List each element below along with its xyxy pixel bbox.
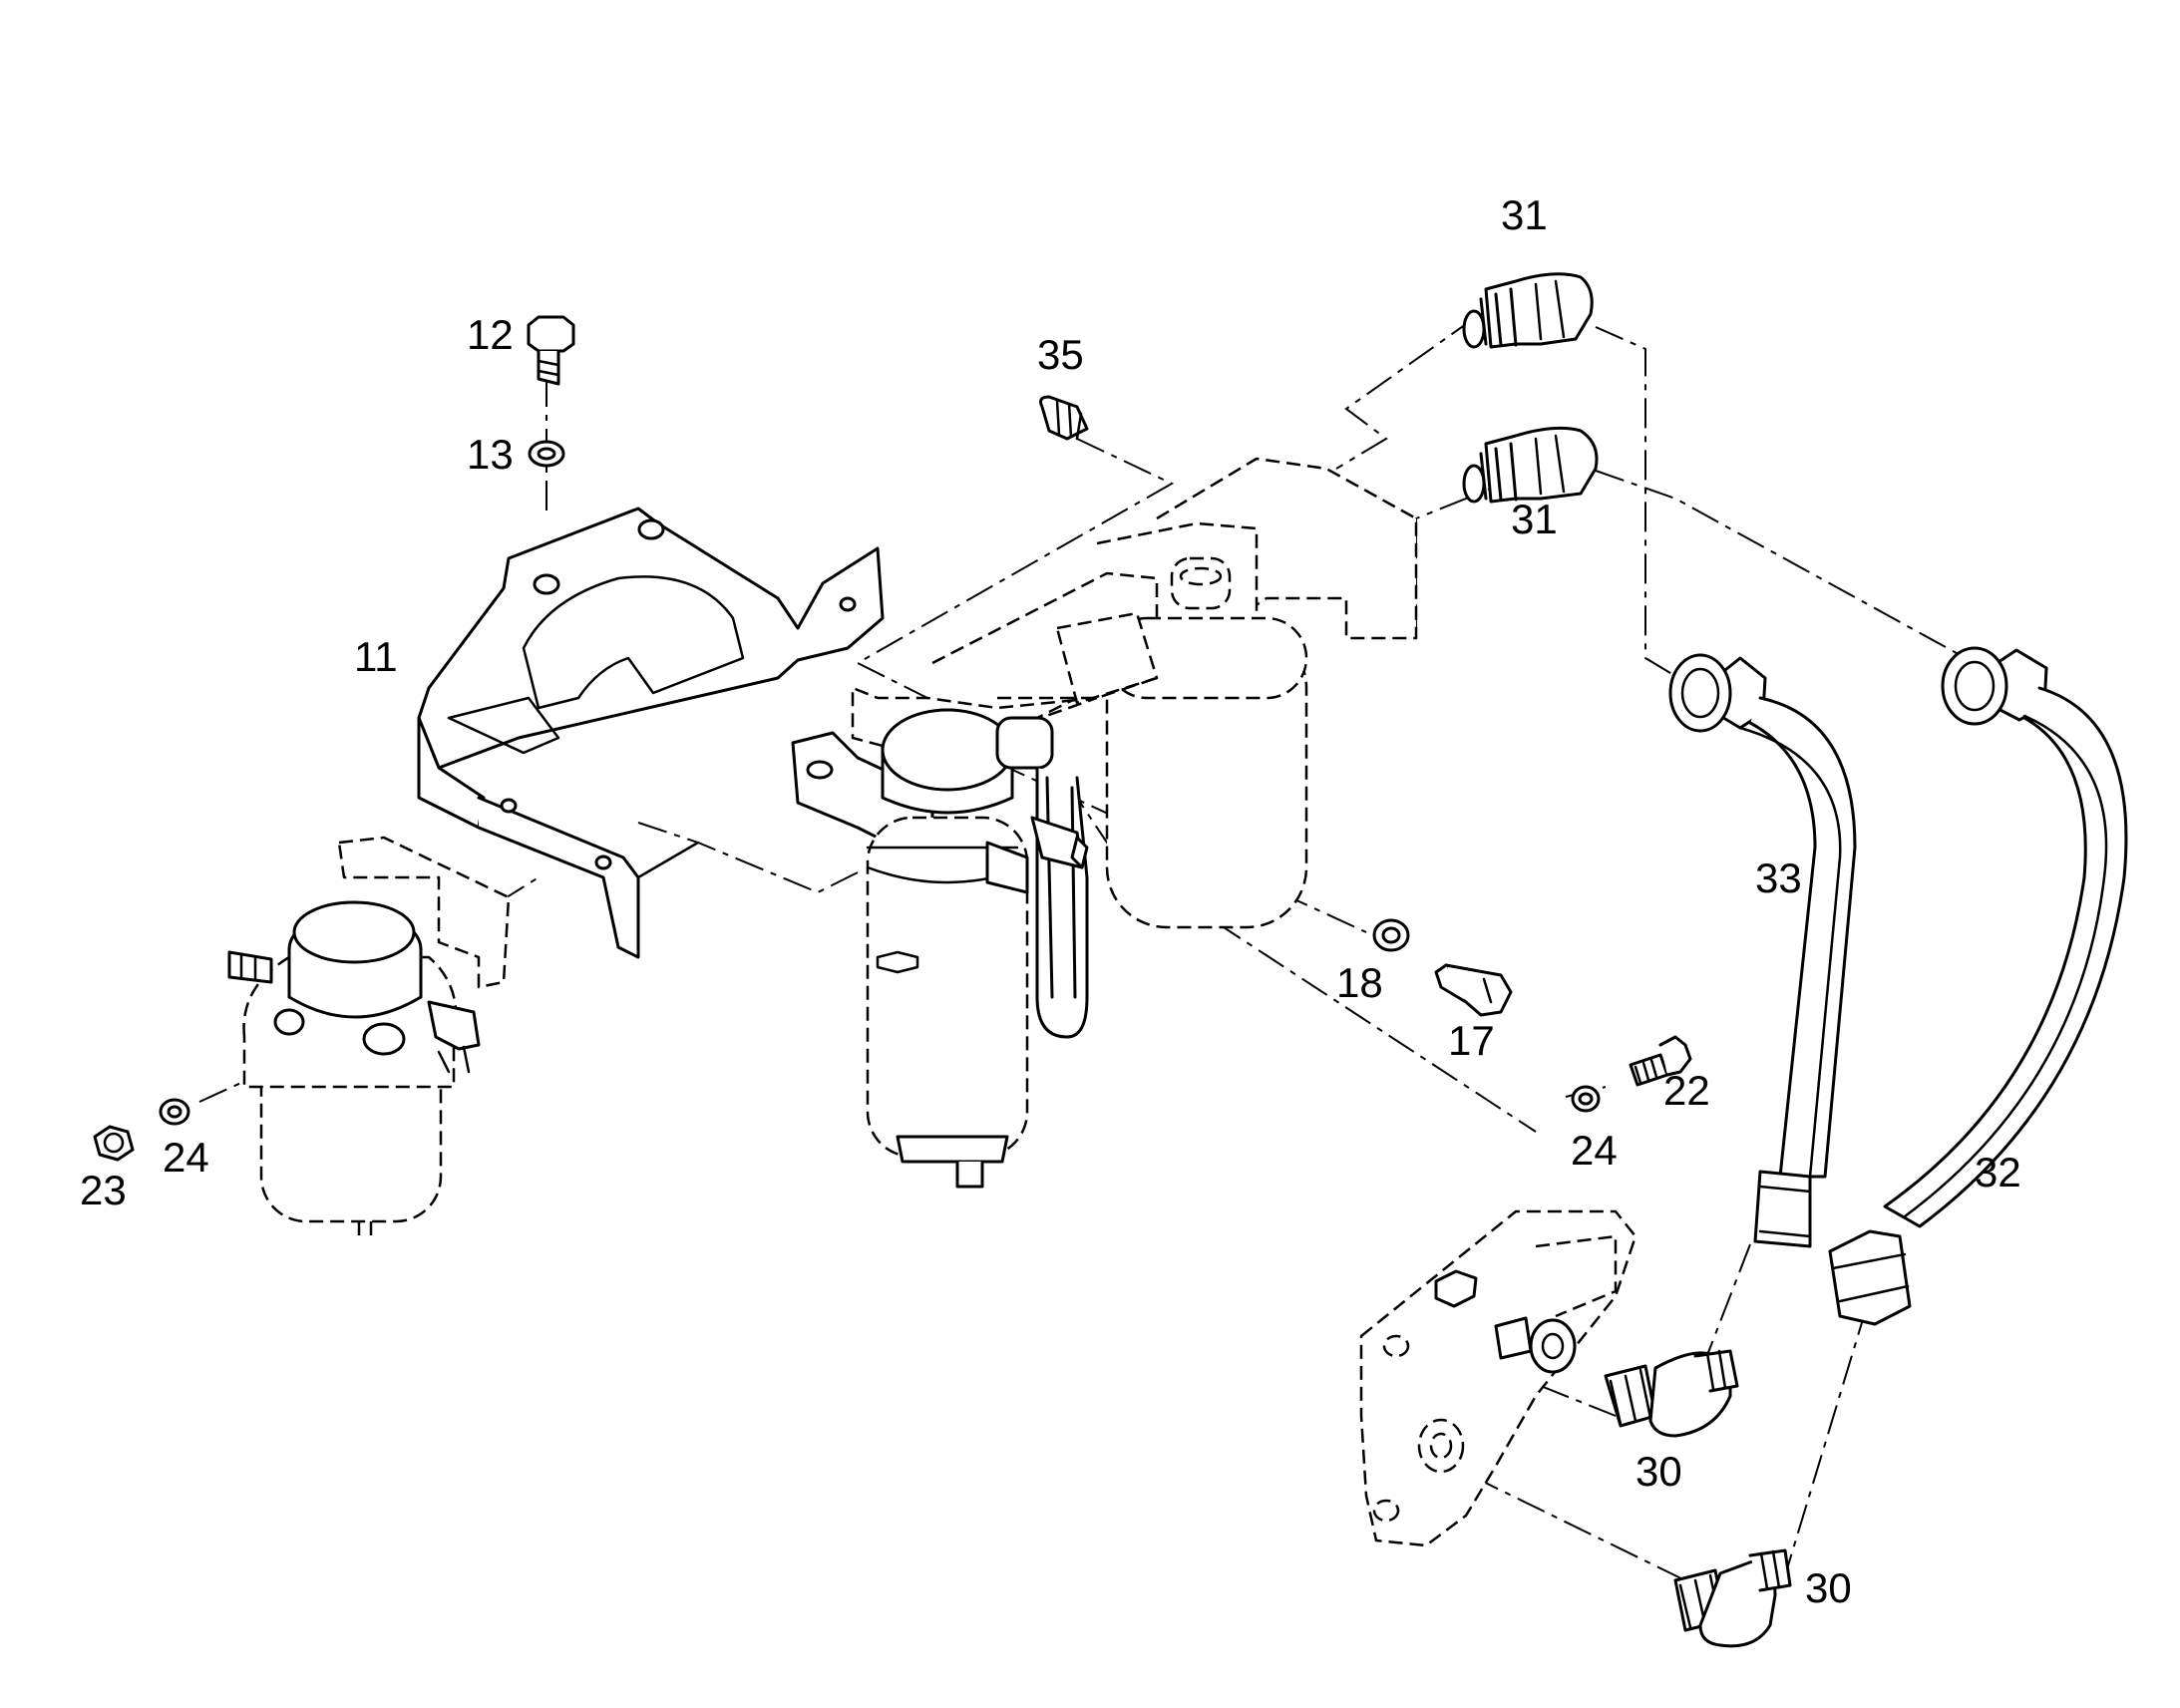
elbow-fitting-30-upper — [1604, 1349, 1739, 1438]
part-number-labels: 31 35 12 13 31 11 33 18 17 22 24 24 23 3… — [80, 191, 2021, 1611]
label-24-left: 24 — [163, 1134, 209, 1181]
label-23: 23 — [80, 1167, 127, 1213]
engine-mount-block — [1359, 1209, 1637, 1547]
elbow-fitting-31-upper — [1462, 272, 1594, 349]
label-33: 33 — [1755, 854, 1802, 901]
label-30-lower: 30 — [1805, 1564, 1852, 1611]
label-32: 32 — [1975, 1149, 2021, 1196]
label-30-upper: 30 — [1635, 1448, 1682, 1495]
label-22: 22 — [1663, 1067, 1710, 1114]
label-11: 11 — [354, 633, 398, 680]
nut-23 — [93, 1125, 135, 1162]
label-12: 12 — [467, 311, 514, 358]
label-31-upper: 31 — [1501, 191, 1548, 238]
label-13: 13 — [467, 431, 514, 478]
ghost-filter-assembly — [851, 457, 1418, 929]
label-18: 18 — [1336, 959, 1383, 1006]
washer-18 — [1372, 918, 1410, 952]
bolt-12 — [527, 315, 575, 386]
fuel-hose-32 — [1828, 646, 2128, 1326]
label-24-right: 24 — [1571, 1127, 1618, 1174]
label-35: 35 — [1037, 331, 1084, 378]
center-fuel-filter — [791, 708, 1089, 1189]
elbow-fitting-31-lower — [1462, 426, 1599, 504]
fuel-hose-33 — [1668, 653, 1857, 1248]
mounting-bracket-11 — [417, 507, 885, 959]
washer-13 — [528, 440, 565, 468]
label-31-lower: 31 — [1511, 496, 1558, 542]
bolt-22 — [1629, 1035, 1692, 1087]
label-17: 17 — [1448, 1017, 1495, 1064]
fitting-35 — [1039, 395, 1089, 441]
washer-24-left — [159, 1098, 190, 1126]
bolt-17 — [1434, 963, 1513, 1017]
elbow-fitting-30-lower — [1673, 1548, 1792, 1648]
washer-24-right — [1571, 1085, 1601, 1113]
left-fuel-filter — [227, 836, 511, 1236]
